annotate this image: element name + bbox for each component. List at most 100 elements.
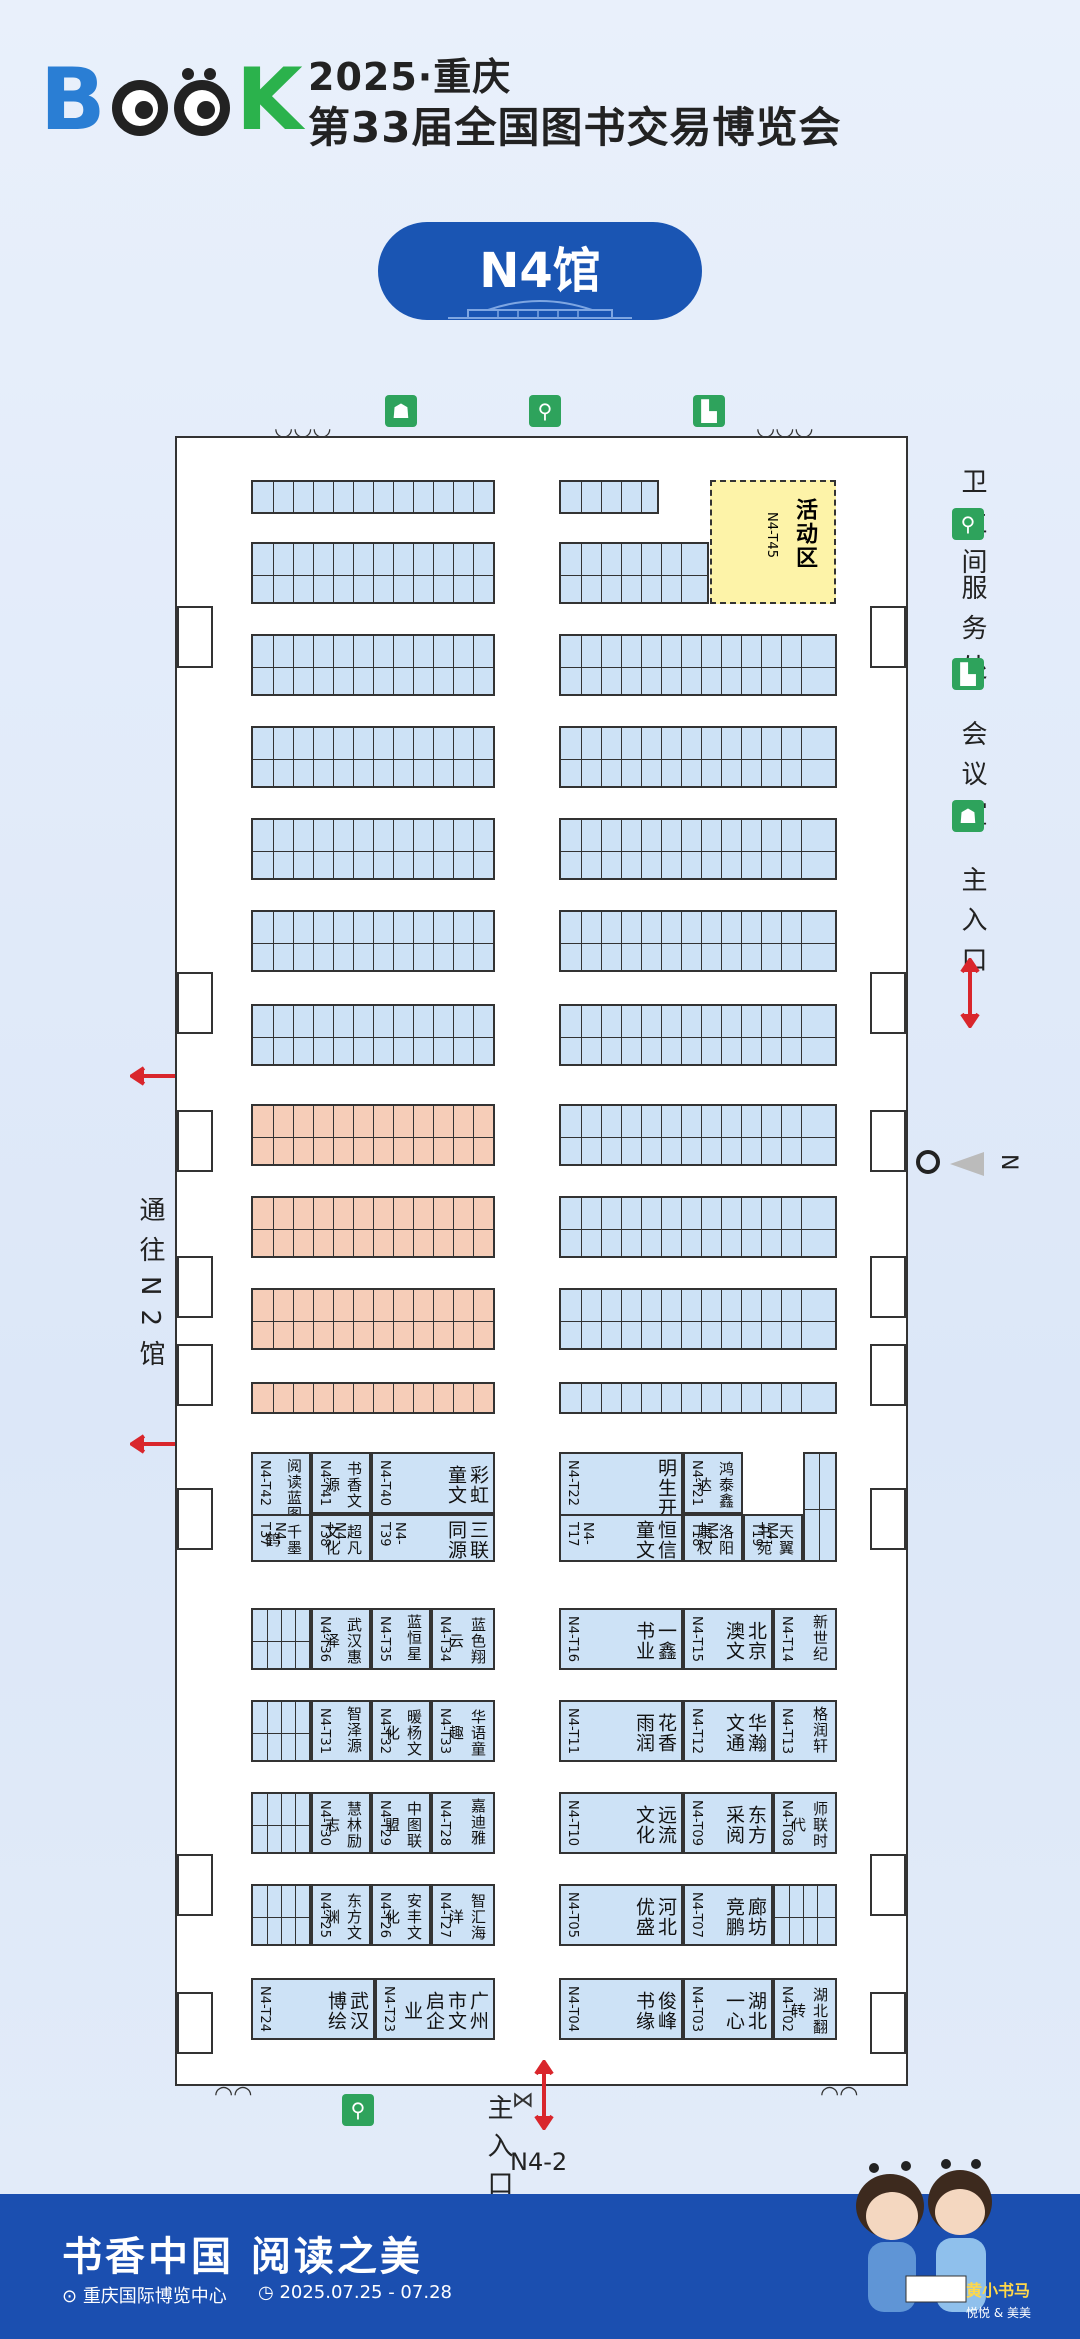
- booth-divider: [721, 1384, 722, 1412]
- booth-row: [559, 1004, 837, 1066]
- booth-divider: [433, 482, 434, 512]
- booth-divider: [373, 820, 374, 878]
- booth-divider: [561, 943, 835, 944]
- booth-divider: [393, 1384, 394, 1412]
- booth-row: [251, 1608, 311, 1670]
- booth-divider: [453, 1198, 454, 1256]
- booth-divider: [353, 728, 354, 786]
- booth-divider: [295, 1794, 296, 1852]
- booth-divider: [621, 728, 622, 786]
- booth-divider: [641, 1198, 642, 1256]
- booth-code: N4-T23: [381, 1986, 396, 2032]
- booth-divider: [581, 636, 582, 694]
- booth-divider: [353, 1384, 354, 1412]
- booth-code: N4-T03: [689, 1986, 704, 2032]
- n4-2-label: N4-2: [510, 2148, 568, 2176]
- side-door: [177, 1256, 213, 1318]
- booth-name: 花香雨润: [633, 1713, 677, 1753]
- large-booth: 湖北一心 N4-T03: [683, 1978, 773, 2040]
- booth-divider: [413, 1106, 414, 1164]
- meeting-room-icon: ☗: [952, 800, 984, 832]
- booth-divider: [313, 1290, 314, 1348]
- entrance-arrow-icon: [960, 958, 980, 1028]
- booth-divider: [761, 1290, 762, 1348]
- booth-divider: [641, 544, 642, 602]
- booth-divider: [701, 820, 702, 878]
- booth-divider: [701, 1290, 702, 1348]
- booth-row: [773, 1884, 837, 1946]
- hall-name-badge: N4馆: [378, 222, 702, 320]
- booth-code: N4-T29: [377, 1800, 392, 1846]
- booth-divider: [333, 728, 334, 786]
- booth-name: 蓝恒星: [405, 1614, 423, 1662]
- booth-code: N4-T10: [565, 1800, 580, 1846]
- booth-divider: [601, 728, 602, 786]
- restroom-icon: ⚲: [529, 395, 561, 427]
- booth-divider: [561, 1229, 835, 1230]
- side-door: [177, 1992, 213, 2054]
- activity-zone-code: N4-T45: [764, 512, 779, 558]
- booth-row: [559, 1196, 837, 1258]
- booth-row: [559, 634, 837, 696]
- booth-divider: [333, 1106, 334, 1164]
- booth-divider: [313, 1384, 314, 1412]
- booth-divider: [581, 1006, 582, 1064]
- booth-divider: [701, 1198, 702, 1256]
- booth-divider: [621, 1106, 622, 1164]
- booth-divider: [641, 1290, 642, 1348]
- booth-code: N4-T14: [779, 1616, 794, 1662]
- booth-divider: [581, 728, 582, 786]
- booth-name: 湖北一心: [723, 1991, 767, 2031]
- booth-divider: [601, 912, 602, 970]
- booth-divider: [701, 1006, 702, 1064]
- booth-divider: [641, 820, 642, 878]
- booth-divider: [393, 636, 394, 694]
- booth-divider: [801, 636, 802, 694]
- booth-divider: [453, 912, 454, 970]
- booth-code: N4-T41: [317, 1460, 332, 1506]
- booth-divider: [473, 1198, 474, 1256]
- booth-divider: [781, 912, 782, 970]
- location-pin-icon: ⊙: [62, 2286, 83, 2307]
- door-swing-icon: ◡◡◡: [274, 416, 332, 441]
- booth-divider: [601, 482, 602, 512]
- booth-row: [559, 1288, 837, 1350]
- booth-divider: [621, 544, 622, 602]
- service-desk-icon: ▙: [693, 395, 725, 427]
- booth-divider: [661, 636, 662, 694]
- logo-letter-k: K: [236, 50, 303, 150]
- booth-divider: [433, 1290, 434, 1348]
- booth-divider: [801, 728, 802, 786]
- booth-divider: [253, 1641, 309, 1642]
- booth-row: [559, 542, 709, 604]
- booth-divider: [373, 482, 374, 512]
- event-title: 第33届全国图书交易博览会: [308, 103, 842, 152]
- booth-divider: [413, 1006, 414, 1064]
- booth-divider: [473, 482, 474, 512]
- booth-divider: [293, 544, 294, 602]
- booth-divider: [413, 482, 414, 512]
- booth-name: 湖北翻转: [789, 1987, 829, 2035]
- booth-divider: [453, 1384, 454, 1412]
- booth-row: [251, 1004, 495, 1066]
- booth-divider: [253, 943, 493, 944]
- booth-divider: [393, 1198, 394, 1256]
- compass-pointer-icon: [950, 1152, 984, 1176]
- booth-name: 蓝色翔云: [447, 1617, 487, 1665]
- booth-divider: [273, 912, 274, 970]
- booth-divider: [721, 1106, 722, 1164]
- booth-divider: [741, 1198, 742, 1256]
- booth-name: 河北优盛: [633, 1897, 677, 1937]
- booth-divider: [253, 575, 493, 576]
- booth-divider: [681, 1106, 682, 1164]
- booth-divider: [393, 912, 394, 970]
- booth-name: 阅读蓝图: [285, 1458, 303, 1522]
- booth-divider: [393, 1106, 394, 1164]
